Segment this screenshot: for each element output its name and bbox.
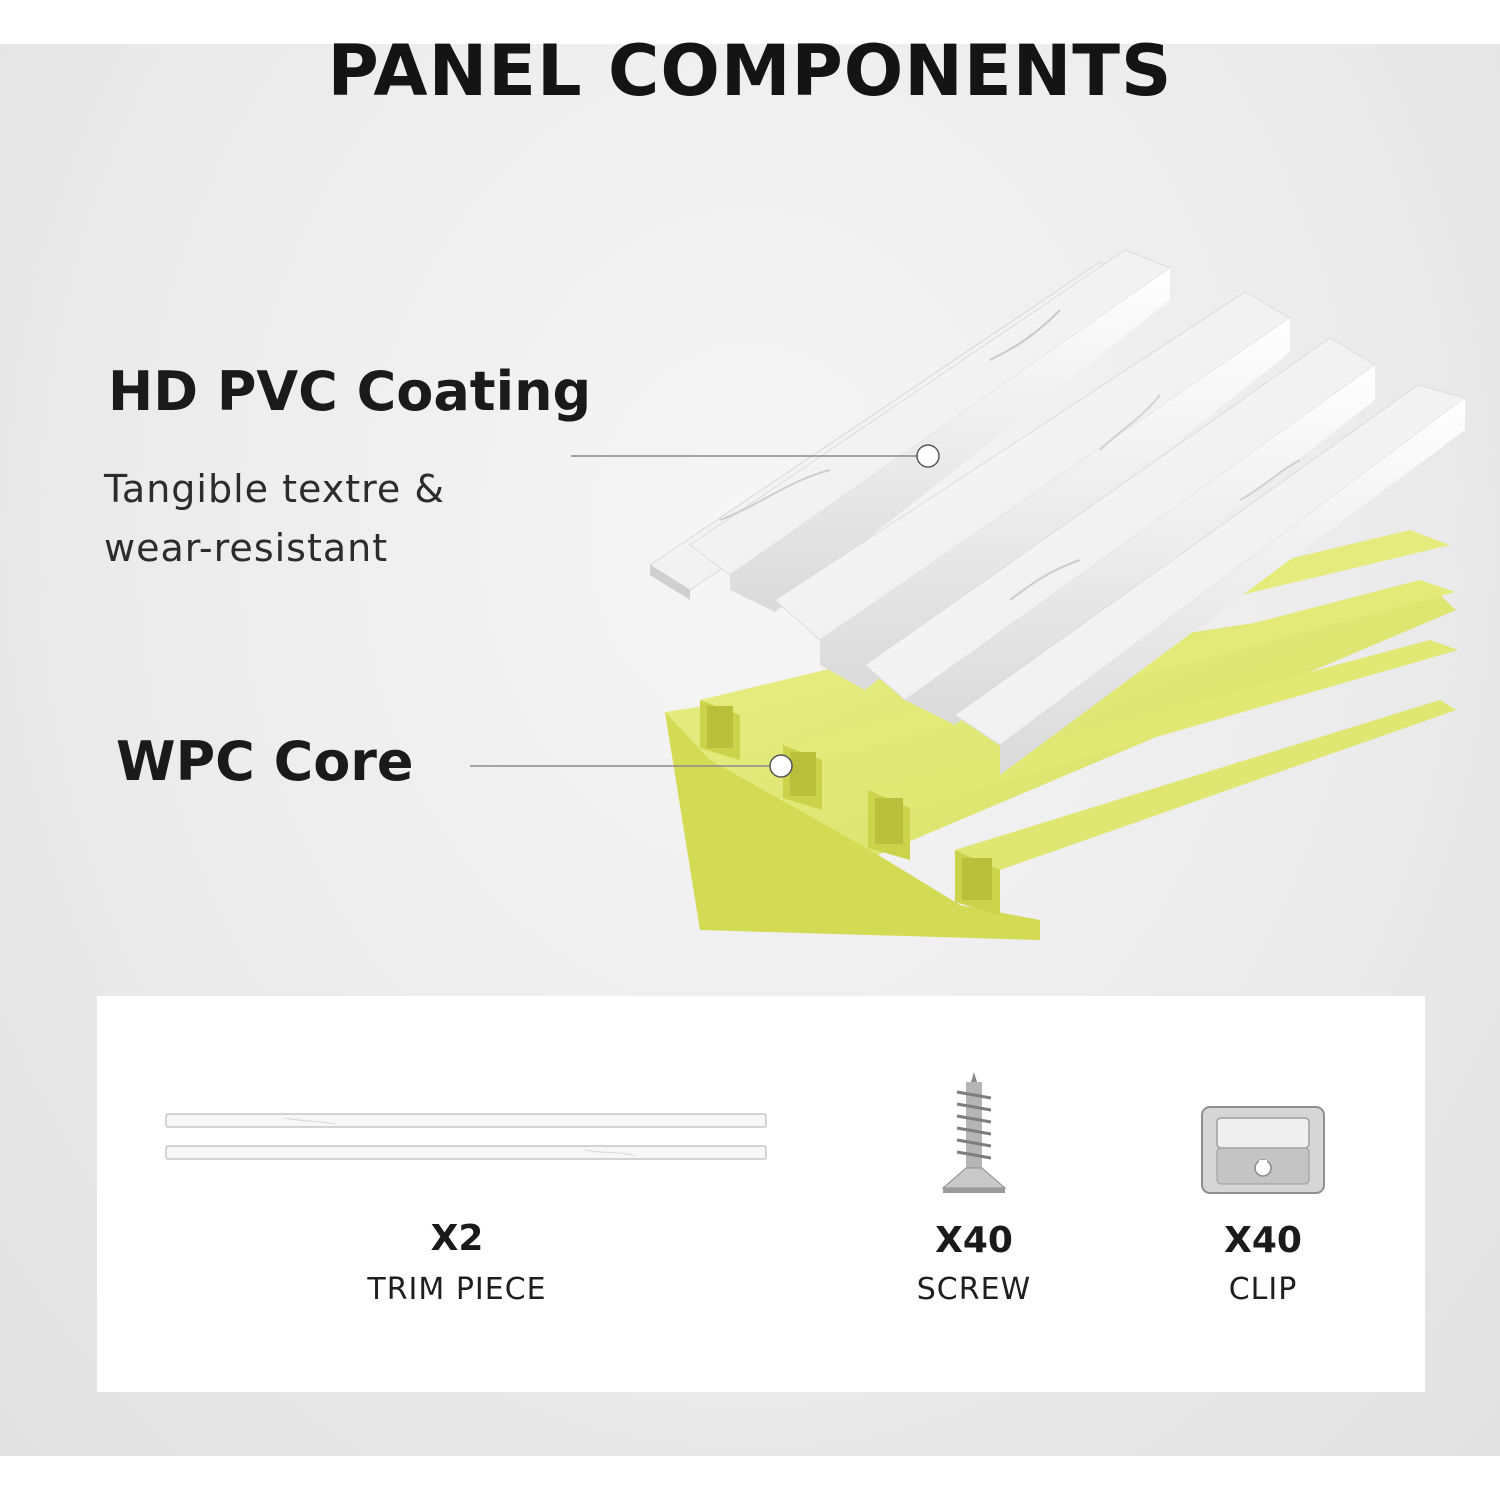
coating-description: Tangible textre & wear-resistant <box>104 460 445 578</box>
clip-icon <box>1201 1106 1325 1194</box>
trim-piece-icon <box>165 1113 767 1160</box>
coating-label: HD PVC Coating <box>108 360 592 423</box>
pvc-coating-layer <box>649 249 1467 775</box>
coating-description-line-2: wear-resistant <box>104 526 389 570</box>
accessories-card: X2 TRIM PIECE X40 SCREW X40 CLIP <box>97 996 1425 1392</box>
clip-count: X40 <box>1224 1220 1302 1261</box>
coating-marker <box>916 444 940 468</box>
page-title: PANEL COMPONENTS <box>327 30 1173 112</box>
coating-description-line-1: Tangible textre & <box>104 467 445 511</box>
screw-count: X40 <box>935 1220 1013 1261</box>
core-marker <box>769 754 793 778</box>
core-label: WPC Core <box>116 730 414 793</box>
panel-illustration <box>470 249 1467 940</box>
screw-icon <box>941 1072 1007 1193</box>
clip-name: CLIP <box>1228 1272 1298 1307</box>
screw-name: SCREW <box>916 1272 1032 1307</box>
trim-name: TRIM PIECE <box>367 1272 547 1307</box>
trim-count: X2 <box>430 1218 484 1259</box>
